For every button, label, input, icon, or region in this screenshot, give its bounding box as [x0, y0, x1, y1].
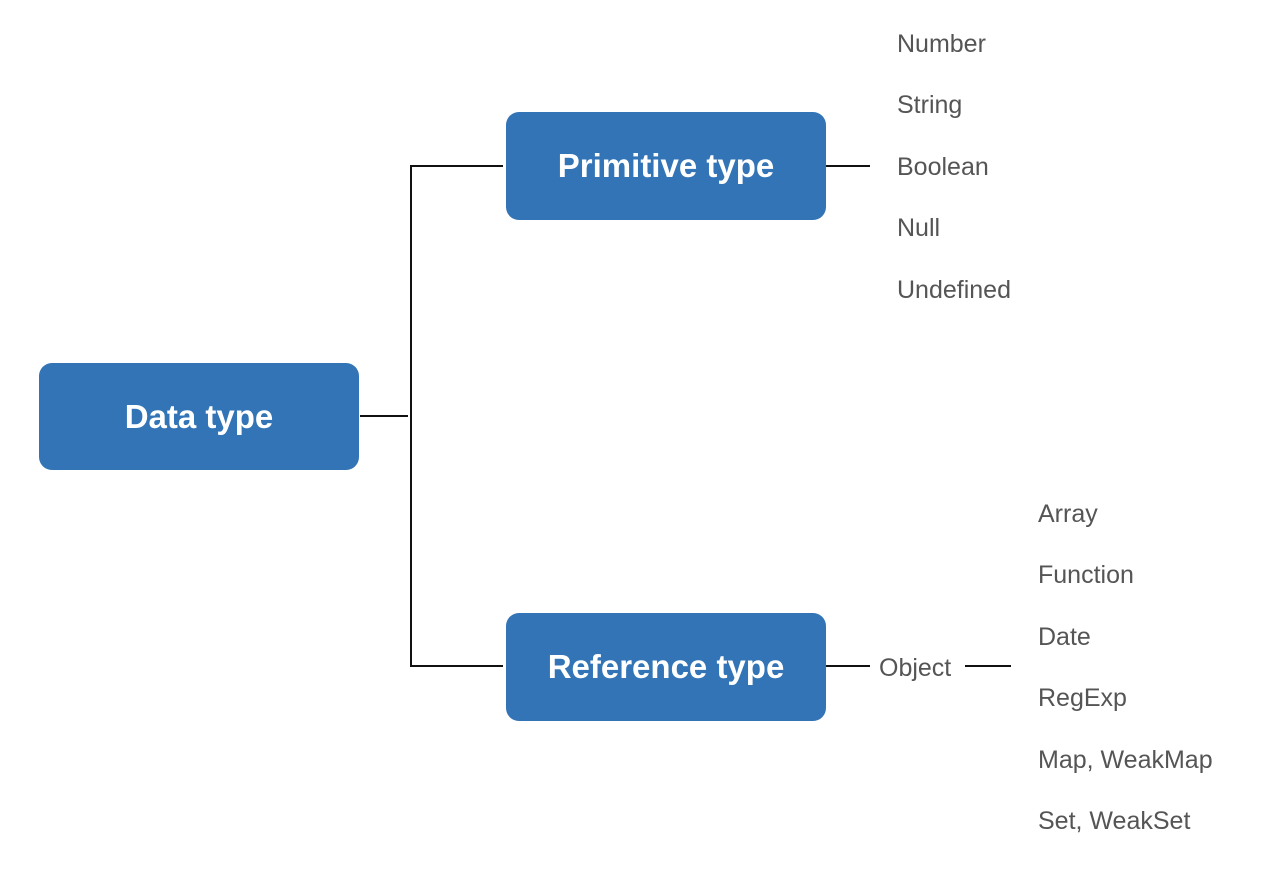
primitive-leaf-null: Null — [897, 214, 941, 242]
reference-leaf-date: Date — [1038, 623, 1091, 651]
reference-leaf-regexp: RegExp — [1038, 684, 1127, 712]
primitive-leaf-number: Number — [897, 30, 986, 58]
primitive-leaf-string: String — [897, 91, 963, 119]
primitive-type-node: Primitive type — [506, 112, 826, 220]
primitive-leaf-boolean: Boolean — [897, 153, 989, 181]
primitive-leaf-undefined: Undefined — [897, 276, 1011, 304]
reference-leaf-array: Array — [1038, 500, 1098, 528]
data-type-node: Data type — [39, 363, 359, 470]
object-label: Object — [879, 654, 952, 682]
reference-leaf-map: Map, WeakMap — [1038, 746, 1213, 774]
reference-type-node: Reference type — [506, 613, 826, 721]
reference-leaf-function: Function — [1038, 561, 1134, 589]
reference-leaf-set: Set, WeakSet — [1038, 807, 1191, 835]
primitive-type-label: Primitive type — [557, 147, 775, 184]
data-type-label: Data type — [124, 397, 274, 435]
reference-type-label: Reference type — [547, 648, 785, 685]
